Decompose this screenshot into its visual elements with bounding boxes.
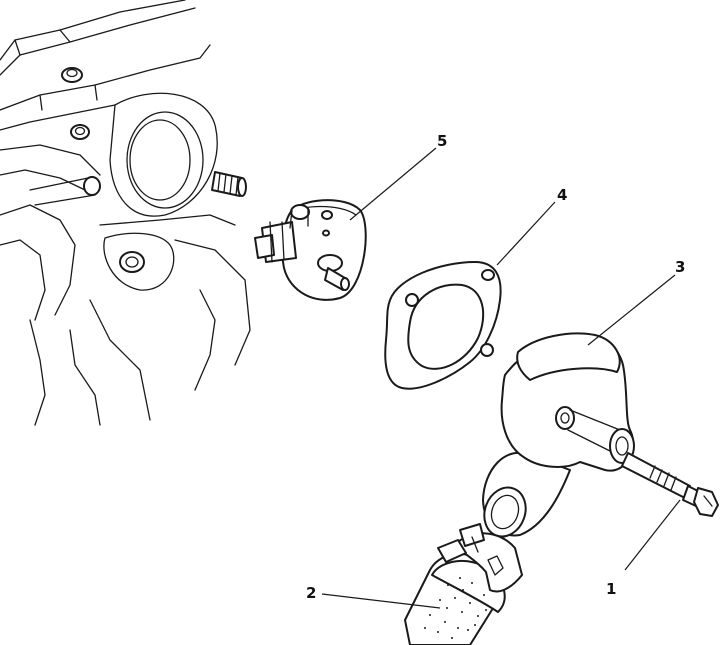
stud-bolt xyxy=(211,171,247,197)
hose-texture xyxy=(424,577,487,639)
gasket xyxy=(384,261,502,390)
callout-1: 1 xyxy=(606,580,616,598)
leader-lines xyxy=(321,147,681,609)
callout-2: 2 xyxy=(306,584,316,602)
leader-1 xyxy=(624,499,681,571)
leader-3 xyxy=(587,274,676,346)
thermostat-housing xyxy=(482,332,635,538)
bolt xyxy=(621,452,719,517)
leader-5 xyxy=(349,147,437,221)
leader-2 xyxy=(321,593,441,609)
leader-4 xyxy=(496,201,556,266)
callout-labels: 5 4 3 1 2 xyxy=(306,132,685,602)
hose-with-clamp xyxy=(404,523,523,645)
engine-block xyxy=(0,0,251,426)
callout-3: 3 xyxy=(675,258,685,276)
callout-5: 5 xyxy=(437,132,447,150)
callout-4: 4 xyxy=(557,186,567,204)
thermostat xyxy=(254,199,367,301)
